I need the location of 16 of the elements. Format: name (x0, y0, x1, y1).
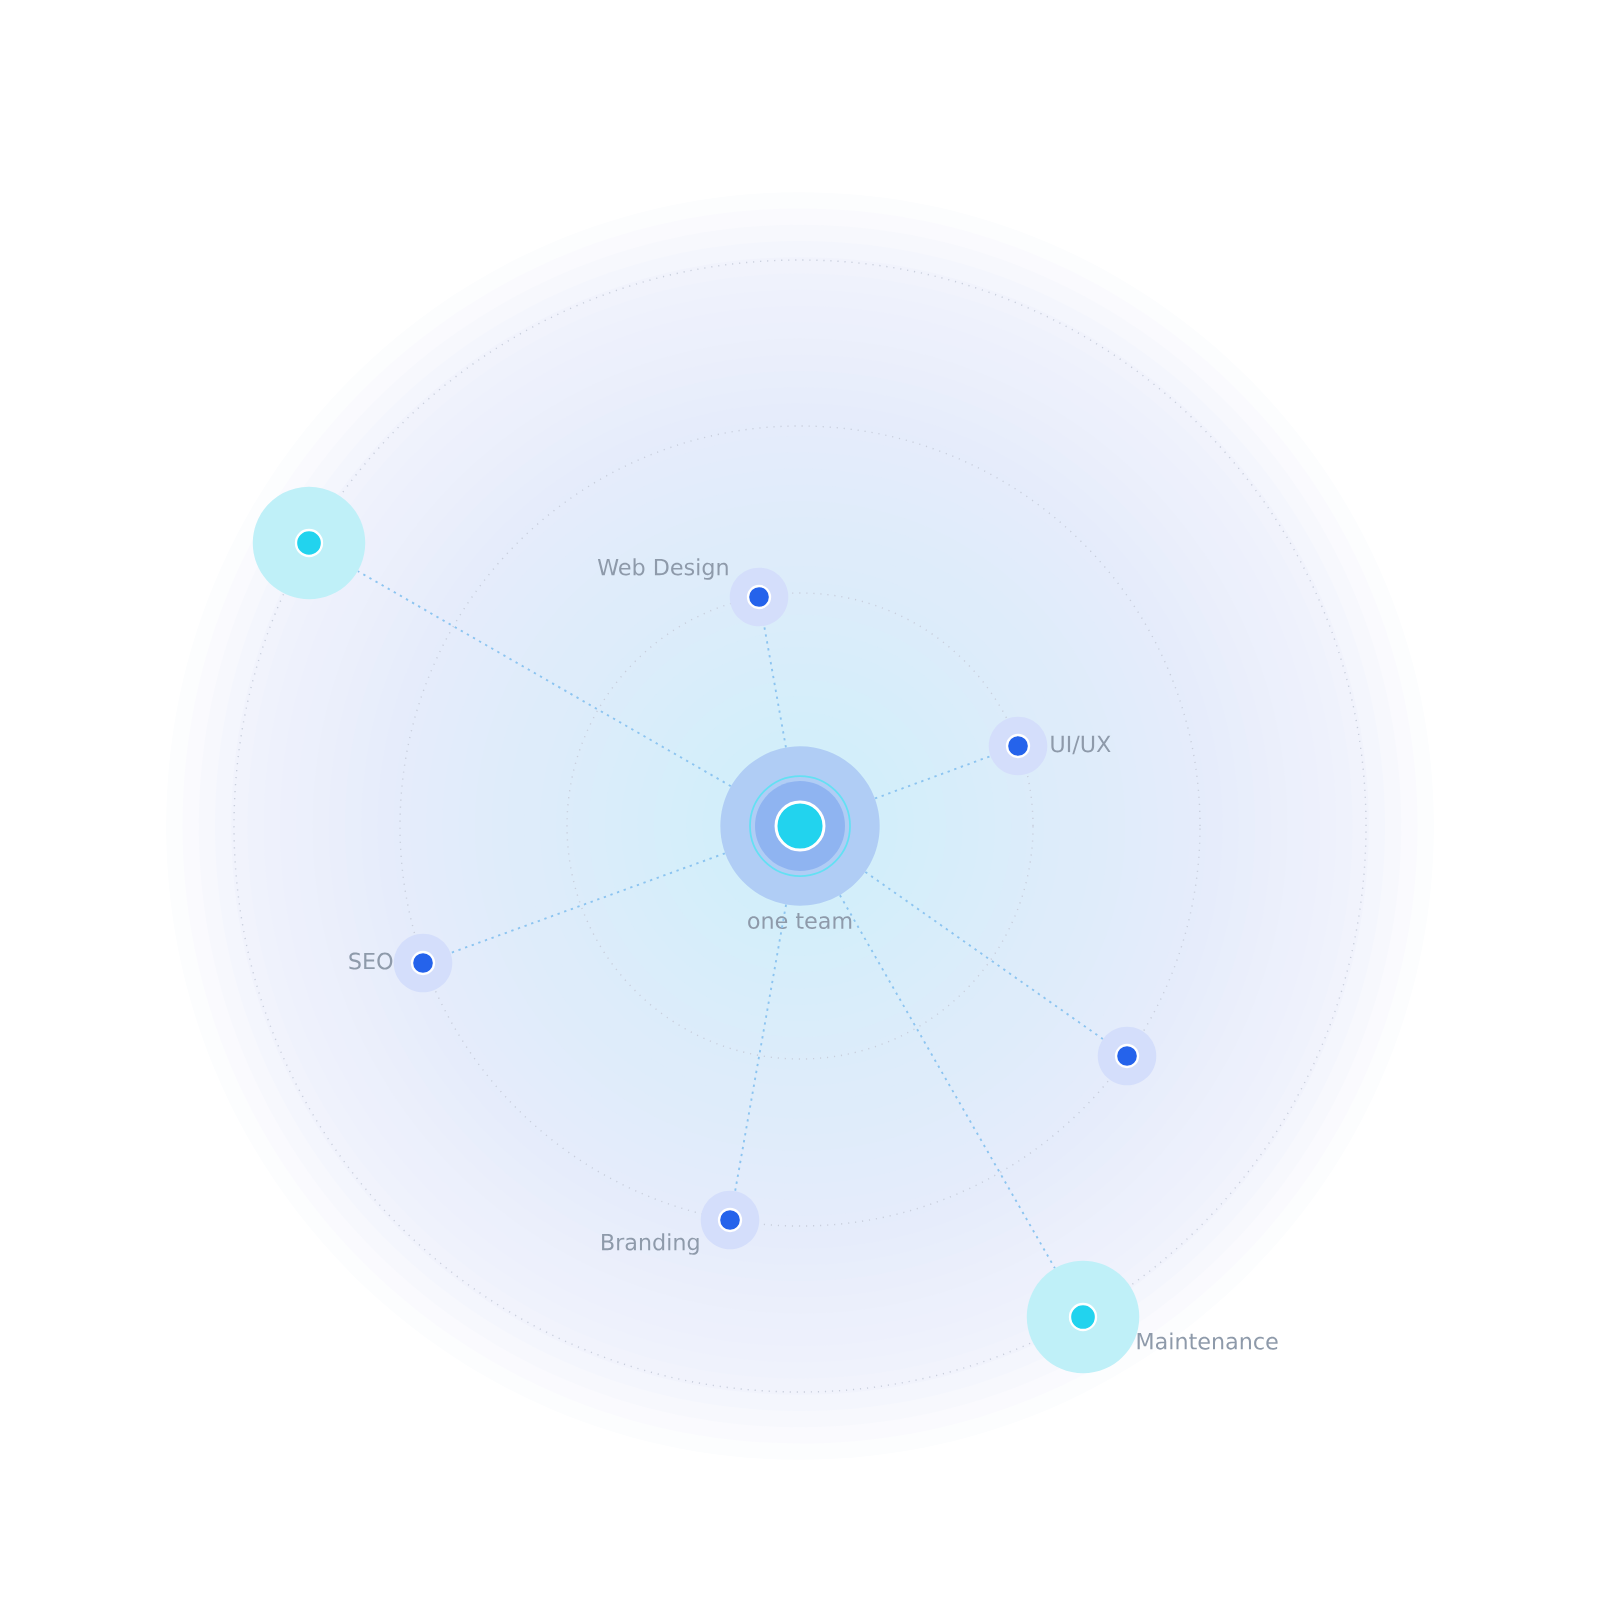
node-label: Web Design (597, 558, 728, 580)
connector-line (763, 625, 787, 749)
node-label: UI/UX (1051, 735, 1111, 755)
connector-line (838, 894, 1056, 1270)
node-label: Maintenance (1137, 1332, 1278, 1350)
node-label: SEO (349, 952, 393, 970)
node-circle (252, 486, 366, 600)
connector-line (357, 570, 732, 788)
node-label: one team (748, 913, 852, 929)
connector-line (449, 852, 726, 954)
connector-line (734, 903, 787, 1192)
node-circle (1097, 1026, 1157, 1086)
connector-line (864, 871, 1104, 1040)
node-label: Branding (602, 1233, 699, 1255)
connector-line (874, 755, 992, 800)
hub-node: one team (720, 746, 880, 929)
